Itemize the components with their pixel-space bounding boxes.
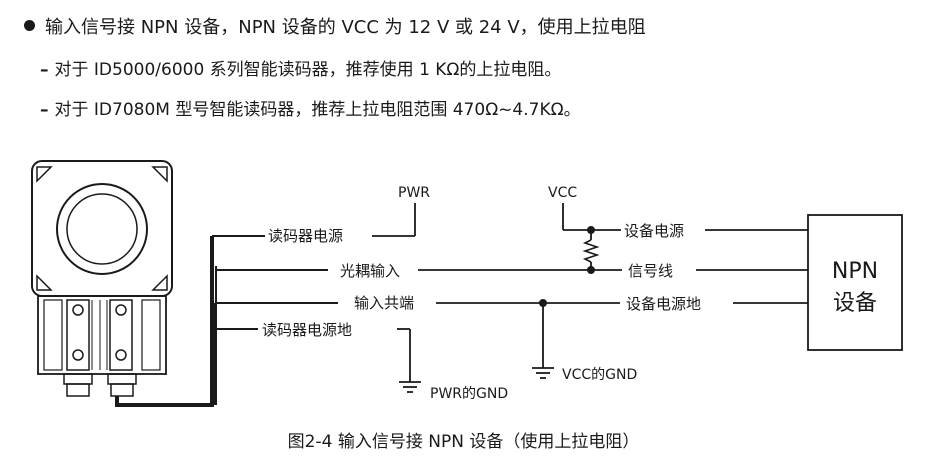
vcc-wire [562,203,808,270]
bullet-dot-icon [24,20,35,31]
intro-item-2-text: 对于 ID7080M 型号智能读码器，推荐上拉电阻范围 470Ω~4.7KΩ。 [54,100,581,120]
pwr-gnd-label: PWR的GND [430,386,508,402]
reader-cable [115,236,214,407]
common-wire [436,302,808,368]
dash-marker: – [40,100,49,120]
pwr-ground-icon [399,381,421,393]
code-reader-device-icon [31,160,173,397]
device-power-label: 设备电源 [624,222,684,240]
pwr-gnd-wire [397,328,411,382]
intro-item-2: –对于 ID7080M 型号智能读码器，推荐上拉电阻范围 470Ω~4.7KΩ。 [40,95,581,120]
intro-bullet-text: 输入信号接 NPN 设备，NPN 设备的 VCC 为 12 V 或 24 V，使… [45,17,646,38]
opto-input-label: 光耦输入 [340,262,400,280]
pull-up-resistor-icon [582,239,600,263]
input-common-label: 输入共端 [354,294,414,312]
figure-caption: 图2-4 输入信号接 NPN 设备（使用上拉电阻） [287,432,640,452]
npn-label-line2: 设备 [833,291,877,316]
intro-item-1-text: 对于 ID5000/6000 系列智能读码器，推荐使用 1 KΩ的上拉电阻。 [54,60,562,80]
vcc-label: VCC [548,185,577,201]
intro-bullet: 输入信号接 NPN 设备，NPN 设备的 VCC 为 12 V 或 24 V，使… [24,13,646,39]
pwr-wire [372,203,416,237]
npn-label-line1: NPN [832,259,878,284]
vcc-ground-icon [532,367,554,379]
device-power-gnd-label: 设备电源地 [626,295,701,313]
reader-power-gnd-label: 读码器电源地 [262,321,352,339]
junction-dot [587,266,595,274]
pwr-label: PWR [398,185,430,201]
dash-marker: – [40,60,49,80]
npn-device-box [807,214,903,351]
intro-item-1: –对于 ID5000/6000 系列智能读码器，推荐使用 1 KΩ的上拉电阻。 [40,55,561,80]
signal-line-label: 信号线 [628,262,673,280]
reader-power-label: 读码器电源 [268,227,343,245]
vcc-gnd-label: VCC的GND [562,367,637,383]
junction-dot [587,226,595,234]
junction-dot [539,299,547,307]
reader-wires [212,235,338,405]
